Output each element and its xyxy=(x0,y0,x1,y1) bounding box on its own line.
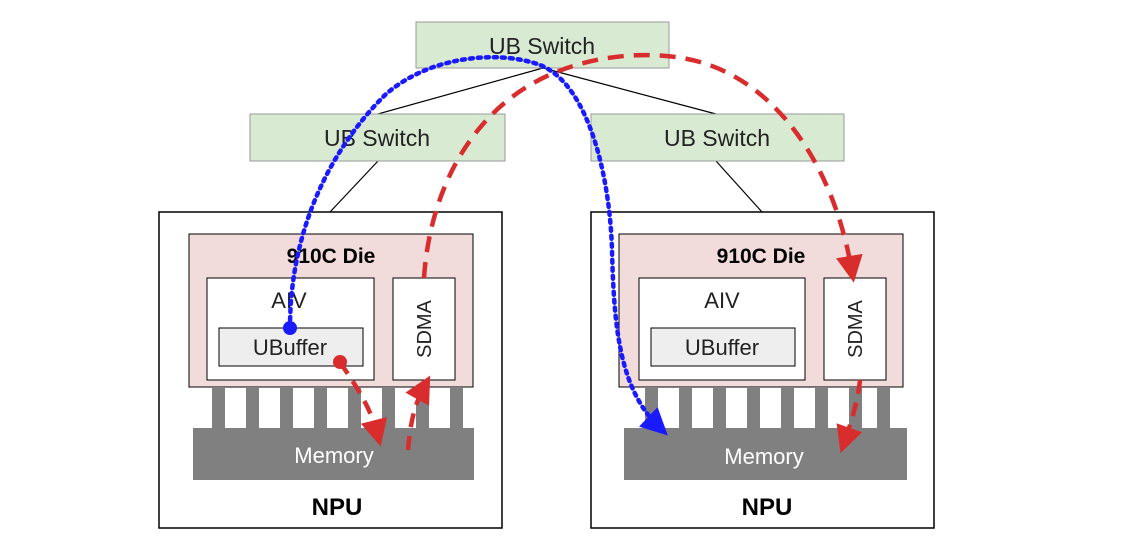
blue-origin-dot xyxy=(283,321,297,335)
npu-right-label: NPU xyxy=(742,494,793,521)
sdma-right-label: SDMA xyxy=(845,299,867,357)
ub-switch-top-label: UB Switch xyxy=(489,33,595,59)
sdma-right: SDMA xyxy=(823,277,887,381)
npu-left: NPU 910C Die AIV UBuffer SDMA xyxy=(158,211,503,529)
blue-dotted-path xyxy=(287,55,668,436)
aiv-right: AIV UBuffer xyxy=(638,277,806,381)
red-path-memory-to-sdma xyxy=(405,375,431,451)
sdma-left: SDMA xyxy=(392,277,456,381)
red-path-ubuffer-to-memory xyxy=(338,360,388,447)
red-path-sdma-to-sdma xyxy=(421,52,863,283)
memory-left-label: Memory xyxy=(294,443,373,468)
die-right: 910C Die AIV UBuffer SDMA xyxy=(618,233,904,388)
ubuffer-right xyxy=(650,327,796,367)
ub-switch-right-label: UB Switch xyxy=(664,125,770,151)
ubuffer-right-label: UBuffer xyxy=(685,335,759,360)
ub-switch-left-label: UB Switch xyxy=(324,125,430,151)
switch-links xyxy=(329,67,763,213)
npu-left-label: NPU xyxy=(312,494,363,521)
memory-right: Memory xyxy=(624,428,907,480)
ub-switch-right: UB Switch xyxy=(590,113,845,162)
sdma-left-label: SDMA xyxy=(414,299,436,357)
memory-left: Memory xyxy=(193,428,474,480)
red-origin-dot xyxy=(333,355,347,369)
die-right-label: 910C Die xyxy=(717,245,806,268)
memory-right-label: Memory xyxy=(724,444,803,469)
npu-right: NPU 910C Die AIV UBuffer SDMA xyxy=(590,211,935,529)
ub-switch-top: UB Switch xyxy=(415,21,670,69)
aiv-right-label: AIV xyxy=(704,288,740,313)
die-left: 910C Die AIV UBuffer SDMA xyxy=(188,233,474,388)
ubuffer-left-label: UBuffer xyxy=(253,335,327,360)
die-left-label: 910C Die xyxy=(287,245,376,268)
red-path-sdma-to-memory xyxy=(836,379,863,454)
ub-switch-left: UB Switch xyxy=(249,113,506,162)
